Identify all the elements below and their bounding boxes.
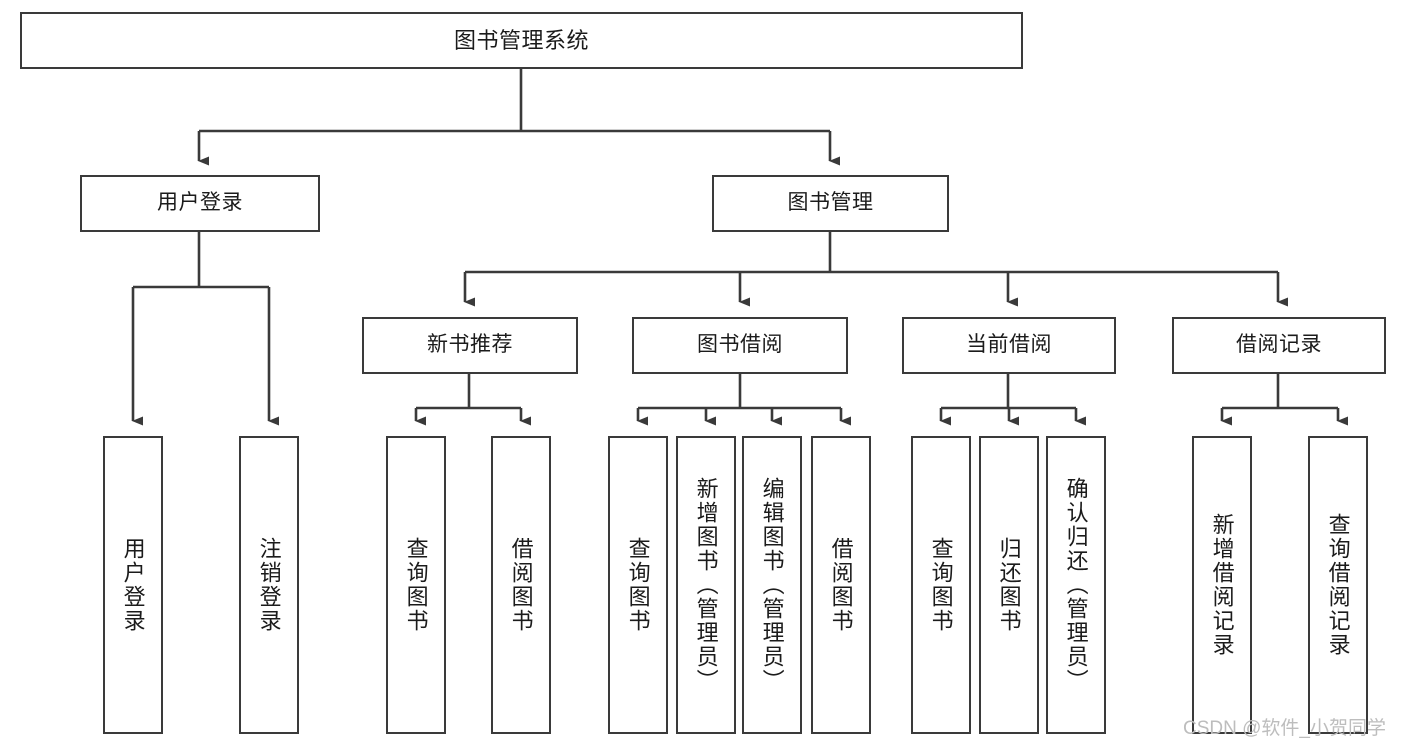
node-leaf-query-book-1-label: 查询图书 [403,537,429,633]
node-leaf-logout-login[interactable]: 注销登录 [239,436,299,734]
node-borrow-record-label: 借阅记录 [1236,333,1322,357]
node-leaf-query-record-label: 查询借阅记录 [1325,513,1351,657]
node-leaf-user-login-label: 用户登录 [120,537,146,633]
node-leaf-borrow-book-2-label: 借阅图书 [828,537,854,633]
node-leaf-add-book-label: 新增图书（管理员） [693,477,719,693]
node-leaf-query-book-2-label: 查询图书 [625,537,651,633]
node-user-login-label: 用户登录 [157,191,243,215]
node-leaf-return-book-label: 归还图书 [996,537,1022,633]
node-borrow-record[interactable]: 借阅记录 [1172,317,1386,374]
node-leaf-borrow-book-1[interactable]: 借阅图书 [491,436,551,734]
node-current-borrow[interactable]: 当前借阅 [902,317,1116,374]
node-leaf-confirm-return-label: 确认归还（管理员） [1063,477,1089,693]
node-leaf-borrow-book-2[interactable]: 借阅图书 [811,436,871,734]
node-current-borrow-label: 当前借阅 [966,333,1052,357]
node-leaf-edit-book-label: 编辑图书（管理员） [759,477,785,693]
node-leaf-query-book-1[interactable]: 查询图书 [386,436,446,734]
node-leaf-query-book-3[interactable]: 查询图书 [911,436,971,734]
node-book-borrow-label: 图书借阅 [697,333,783,357]
node-leaf-return-book[interactable]: 归还图书 [979,436,1039,734]
node-leaf-user-login[interactable]: 用户登录 [103,436,163,734]
node-leaf-query-book-2[interactable]: 查询图书 [608,436,668,734]
node-root-label: 图书管理系统 [453,27,589,53]
node-book-management[interactable]: 图书管理 [712,175,949,232]
node-new-book-recommend-label: 新书推荐 [427,333,513,357]
node-leaf-confirm-return[interactable]: 确认归还（管理员） [1046,436,1106,734]
node-book-borrow[interactable]: 图书借阅 [632,317,848,374]
csdn-watermark: CSDN @软件_小贺同学 [1183,718,1386,739]
node-leaf-add-record-label: 新增借阅记录 [1209,513,1235,657]
node-root-book-management-system[interactable]: 图书管理系统 [20,12,1023,69]
node-leaf-edit-book[interactable]: 编辑图书（管理员） [742,436,802,734]
node-leaf-borrow-book-1-label: 借阅图书 [508,537,534,633]
node-user-login[interactable]: 用户登录 [80,175,320,232]
node-leaf-logout-login-label: 注销登录 [256,537,282,633]
node-new-book-recommend[interactable]: 新书推荐 [362,317,578,374]
node-leaf-add-book[interactable]: 新增图书（管理员） [676,436,736,734]
node-leaf-query-book-3-label: 查询图书 [928,537,954,633]
node-leaf-query-record[interactable]: 查询借阅记录 [1308,436,1368,734]
node-leaf-add-record[interactable]: 新增借阅记录 [1192,436,1252,734]
node-book-management-label: 图书管理 [787,191,874,215]
